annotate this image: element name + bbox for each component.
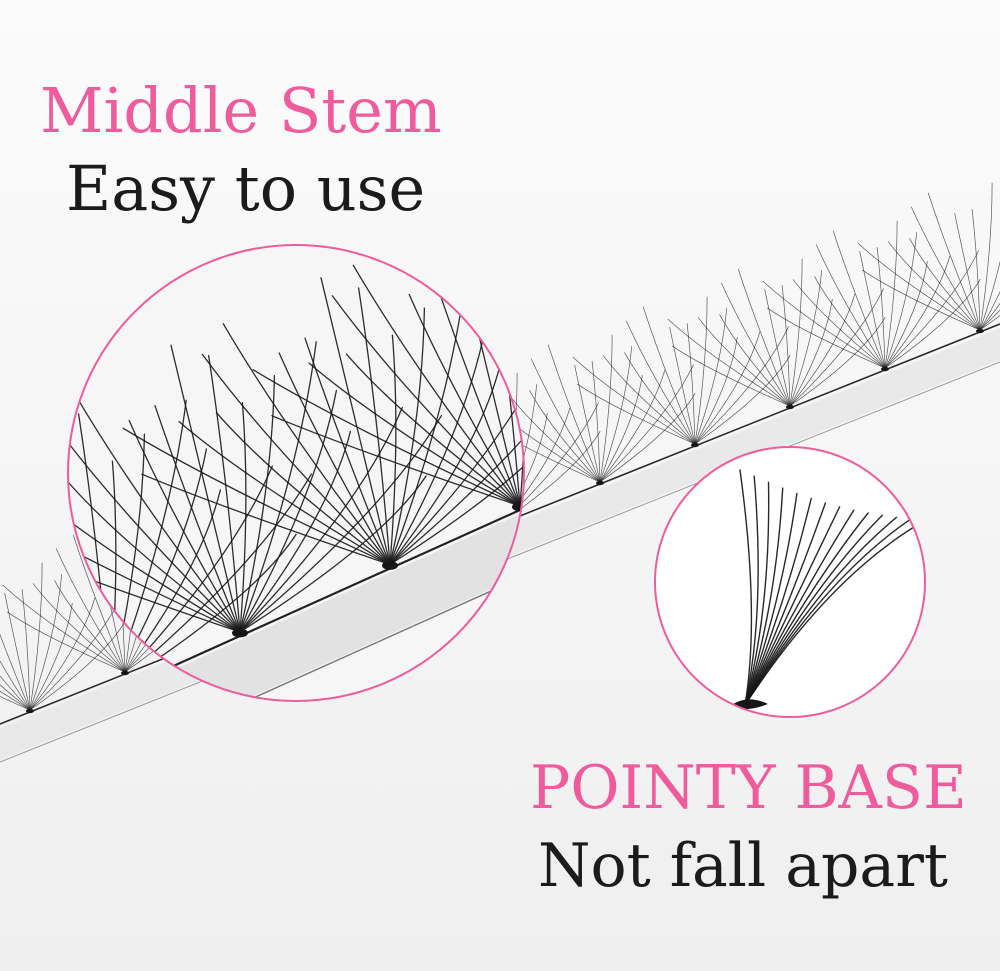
magnified-strip-bottom [68, 559, 524, 701]
lash-fan [0, 562, 126, 714]
lash-fan [477, 334, 696, 486]
lash-base [121, 670, 129, 676]
pink-circle-border [654, 446, 926, 718]
easy-to-use-caption: Easy to use [66, 152, 426, 225]
lash-fan [857, 182, 1000, 334]
lash-base [691, 442, 699, 448]
pink-circle-border [67, 244, 525, 702]
not-fall-apart-caption: Not fall apart [538, 831, 948, 901]
magnified-strip-tape [68, 496, 524, 701]
magnified-circle-middle-stem [67, 244, 525, 702]
lash-fan [667, 258, 886, 410]
lash-base [786, 404, 794, 410]
lash-base [382, 561, 398, 570]
lash-base [881, 366, 889, 372]
lash-base [512, 502, 524, 512]
lash-base [232, 628, 248, 638]
magnified-circle-pointy-base [654, 446, 926, 718]
middle-stem-title: Middle Stem [40, 74, 442, 147]
lash-fan [572, 296, 791, 448]
lash-base [596, 480, 604, 486]
pointy-base-fan [728, 469, 925, 710]
lash-fan [762, 220, 981, 372]
lash-base [976, 328, 984, 334]
lash-base [26, 708, 34, 714]
lash-fan [122, 273, 524, 570]
pointy-base-title: POINTY BASE [530, 753, 967, 823]
